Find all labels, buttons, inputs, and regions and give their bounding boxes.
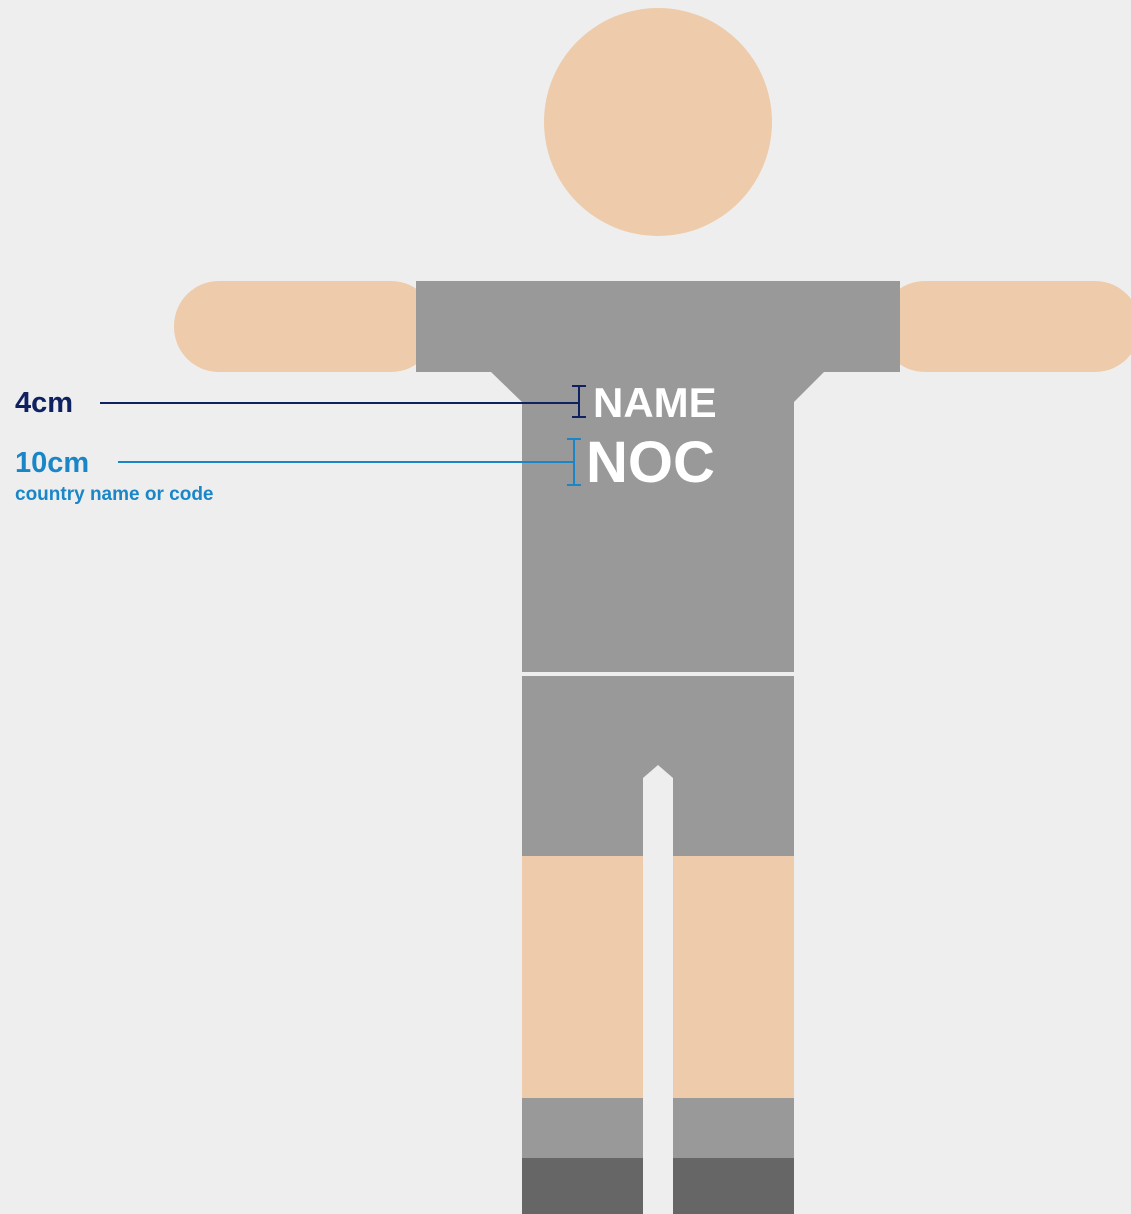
shorts [522,676,794,856]
noc-size-label: 10cm [15,449,89,478]
left-sock [522,1098,643,1158]
jersey-name-text: NAME [593,382,717,424]
right-shoe [673,1158,794,1214]
left-leg [522,856,643,1098]
left-arm [174,281,436,372]
right-leg [673,856,794,1098]
jersey-noc-text: NOC [586,434,715,492]
name-size-label: 4cm [15,389,73,418]
noc-dimension-callout [118,439,581,485]
left-shoe [522,1158,643,1214]
right-sock [673,1098,794,1158]
right-arm [880,281,1131,372]
noc-note-label: country name or code [15,485,214,504]
head [544,8,772,236]
